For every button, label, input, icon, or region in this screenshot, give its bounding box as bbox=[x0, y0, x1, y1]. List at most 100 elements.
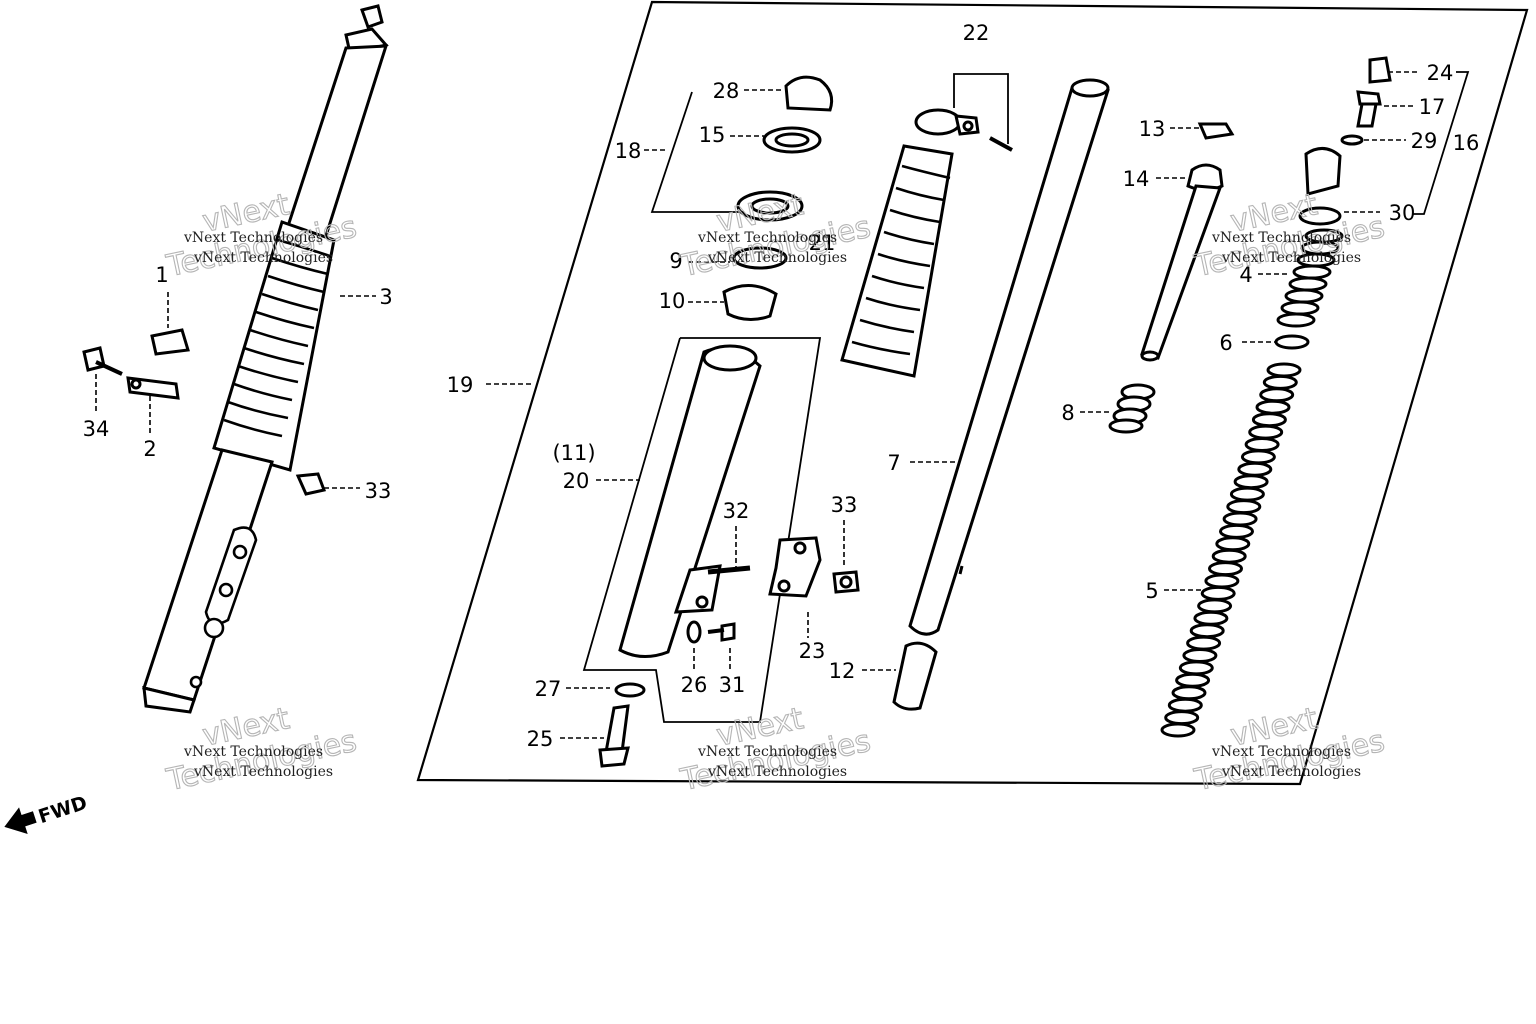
callout-19: 19 bbox=[447, 373, 474, 397]
watermark-small: vNext Technologies bbox=[183, 744, 323, 760]
callout-27: 27 bbox=[535, 677, 562, 701]
watermark-small: vNext Technologies bbox=[1211, 230, 1351, 246]
callout-9: 9 bbox=[669, 249, 682, 273]
callout-25: 25 bbox=[527, 727, 554, 751]
spring-coil bbox=[1240, 449, 1276, 465]
callout-8: 8 bbox=[1061, 401, 1074, 425]
callout-22: 22 bbox=[963, 21, 990, 45]
callout-18: 18 bbox=[615, 139, 642, 163]
seal-group bbox=[722, 75, 834, 321]
spring-coil bbox=[1197, 598, 1233, 614]
spring-coil bbox=[1237, 461, 1273, 477]
callout-30: 30 bbox=[1389, 201, 1416, 225]
callout-26: 26 bbox=[681, 673, 708, 697]
hardware bbox=[598, 620, 736, 768]
spring-coil bbox=[1219, 523, 1254, 539]
bracket-18 bbox=[650, 91, 744, 213]
watermark-small: vNext Technologies bbox=[183, 230, 323, 246]
spring-coil bbox=[1189, 623, 1225, 639]
watermark-small: vNext Technologies bbox=[193, 250, 333, 266]
panel-leader-lines bbox=[486, 71, 1420, 739]
callout-23: 23 bbox=[799, 639, 826, 663]
callout-7: 7 bbox=[887, 451, 900, 475]
callout-5: 5 bbox=[1145, 579, 1158, 603]
watermark-small: vNext Technologies bbox=[707, 764, 847, 780]
spring-coil bbox=[1178, 660, 1214, 676]
spring-coil bbox=[1211, 548, 1247, 564]
damper-rod bbox=[1140, 122, 1235, 362]
cap-bolt bbox=[1298, 56, 1392, 226]
callout-2: 2 bbox=[143, 437, 156, 461]
spring-coil bbox=[1164, 710, 1200, 726]
spring-coil bbox=[1266, 362, 1302, 378]
left-loose-parts bbox=[82, 328, 327, 496]
bracket-22 bbox=[953, 73, 1009, 144]
callout-17: 17 bbox=[1419, 95, 1446, 119]
callout-13: 13 bbox=[1139, 117, 1166, 141]
callout-32: 32 bbox=[723, 499, 750, 523]
fork-spring-long bbox=[1160, 362, 1302, 738]
spring-coil bbox=[1259, 387, 1295, 403]
spring-coil bbox=[1186, 635, 1222, 651]
rebound-spring bbox=[1108, 383, 1156, 434]
fork-spring-short bbox=[1274, 228, 1344, 350]
spring-coil bbox=[1171, 685, 1207, 701]
spring-coil bbox=[1175, 672, 1211, 688]
fork-boot bbox=[840, 108, 1013, 378]
spring-coil bbox=[1204, 573, 1240, 589]
callout-numbers: 1 2 3 34 33 19 28 15 18 9 10 21 22 13 14… bbox=[83, 21, 1480, 751]
spring-coil bbox=[1226, 499, 1262, 515]
assembled-fork-illustration bbox=[142, 4, 389, 714]
spring-coil bbox=[1182, 648, 1218, 663]
spring-coil bbox=[1167, 697, 1203, 713]
spring-coil bbox=[1193, 610, 1229, 626]
spring-coil bbox=[1233, 474, 1269, 490]
spring-coil bbox=[1244, 437, 1280, 452]
callout-4: 4 bbox=[1239, 263, 1252, 287]
callout-6: 6 bbox=[1219, 331, 1232, 355]
spring-coil bbox=[1222, 511, 1258, 527]
left-leader-lines bbox=[95, 292, 376, 489]
callout-21: 21 bbox=[809, 231, 836, 255]
spring-coil bbox=[1160, 722, 1196, 738]
bracket-16 bbox=[1412, 71, 1470, 215]
watermark-small: vNext Technologies bbox=[707, 250, 847, 266]
watermark-small: vNext Technologies bbox=[1221, 250, 1361, 266]
exploded-panel-outline bbox=[416, 0, 1529, 786]
callout-34: 34 bbox=[83, 417, 110, 441]
spring-coil bbox=[1215, 536, 1251, 552]
spring-coil bbox=[1200, 585, 1236, 601]
spring-coil bbox=[1208, 561, 1243, 577]
fwd-arrow-icon bbox=[4, 807, 37, 834]
callout-1: 1 bbox=[155, 263, 168, 287]
callout-31: 31 bbox=[719, 673, 746, 697]
axle-clamp bbox=[768, 536, 860, 598]
callout-10: 10 bbox=[659, 289, 686, 313]
spring-coil bbox=[1255, 399, 1291, 415]
spring-coil bbox=[1251, 412, 1287, 428]
watermark-small: vNext Technologies bbox=[697, 230, 837, 246]
collar bbox=[892, 641, 938, 711]
callout-24: 24 bbox=[1427, 61, 1454, 85]
callout-16: 16 bbox=[1453, 131, 1480, 155]
callout-20: 20 bbox=[563, 469, 590, 493]
watermark-small: vNext Technologies bbox=[1221, 764, 1361, 780]
callout-12: 12 bbox=[829, 659, 856, 683]
spring-coil bbox=[1229, 486, 1265, 502]
outer-slider bbox=[618, 344, 762, 658]
callout-3: 3 bbox=[379, 285, 392, 309]
watermark-small: vNext Technologies bbox=[1211, 744, 1351, 760]
callout-11: (11) bbox=[552, 441, 595, 465]
fwd-direction-indicator: FWD bbox=[4, 792, 90, 834]
callout-28: 28 bbox=[713, 79, 740, 103]
callout-33: 33 bbox=[831, 493, 858, 517]
watermark-small: vNext Technologies bbox=[193, 764, 333, 780]
callout-14: 14 bbox=[1123, 167, 1150, 191]
spring-coil bbox=[1262, 374, 1298, 390]
bracket-11 bbox=[582, 337, 822, 723]
